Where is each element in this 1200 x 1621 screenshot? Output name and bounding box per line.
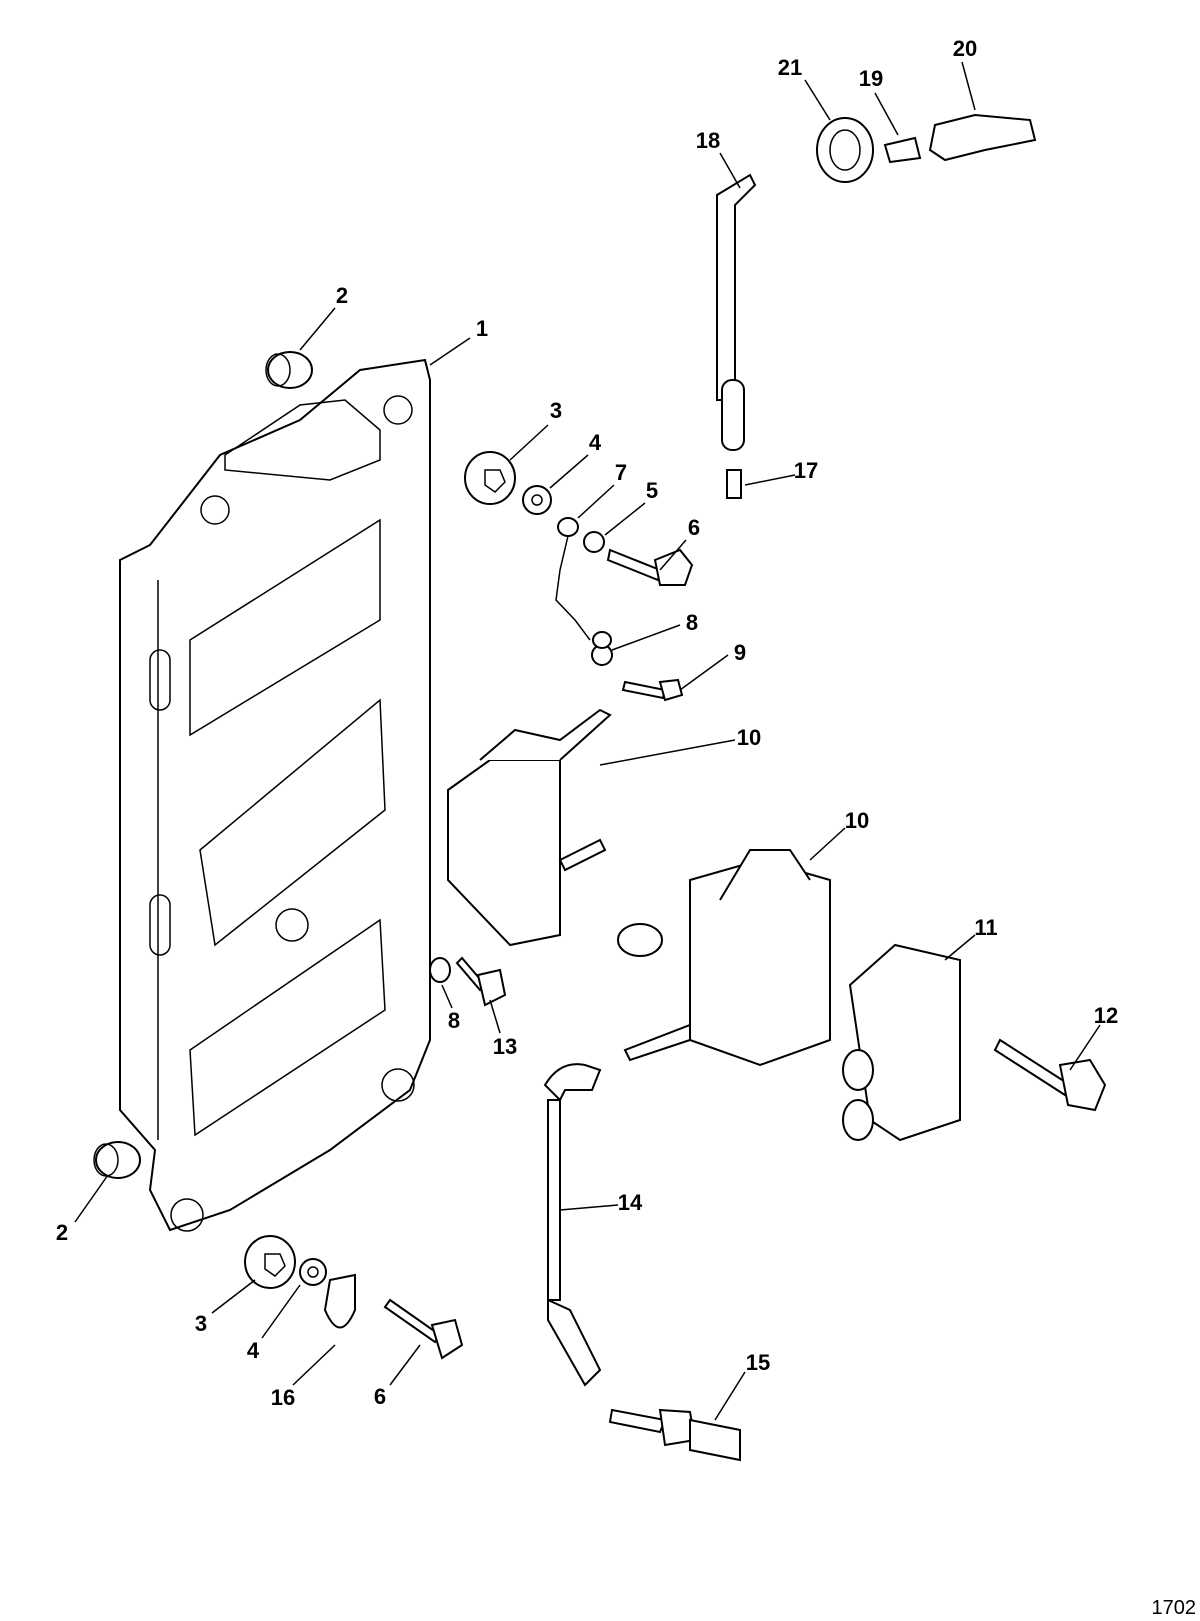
figure-id: 1702 (1152, 1597, 1197, 1619)
callout-4: 4 (589, 430, 602, 455)
callout-6: 6 (688, 515, 700, 540)
grommet-top (464, 451, 516, 505)
cable-clamp (323, 1273, 356, 1329)
callout-13: 13 (493, 1034, 517, 1059)
callout-5: 5 (646, 478, 658, 503)
callout-10: 10 (845, 808, 869, 833)
callout-3: 3 (550, 398, 562, 423)
ignition-module (842, 943, 961, 1142)
callout-20: 20 (953, 36, 977, 61)
callout-1: 1 (476, 316, 488, 341)
leader-lines (74, 61, 1101, 1421)
ignition-coil-upper (447, 708, 612, 947)
callout-12: 12 (1094, 1003, 1118, 1028)
callout-2: 2 (56, 1220, 68, 1245)
hose-clamp (816, 117, 874, 183)
grommet-bottom (244, 1235, 296, 1289)
callout-16: 16 (271, 1385, 295, 1410)
fitting-17 (726, 469, 742, 499)
spark-plug-lead (543, 1063, 602, 1387)
callout-2: 2 (336, 283, 348, 308)
ignition-coil-lower (617, 849, 831, 1067)
bushing-bottom (93, 1141, 141, 1179)
callout-17: 17 (794, 458, 818, 483)
ground-wire (555, 517, 612, 649)
callout-9: 9 (734, 640, 746, 665)
callout-4: 4 (247, 1338, 260, 1363)
callout-15: 15 (746, 1350, 770, 1375)
callout-18: 18 (696, 128, 720, 153)
sensor-20 (928, 113, 1037, 162)
callout-8: 8 (686, 610, 698, 635)
bushing-top (265, 351, 313, 389)
callout-6: 6 (374, 1384, 386, 1409)
callout-21: 21 (778, 55, 802, 80)
callout-8: 8 (448, 1008, 460, 1033)
callout-14: 14 (618, 1190, 643, 1215)
callout-10: 10 (737, 725, 761, 750)
callout-7: 7 (615, 460, 627, 485)
mounting-plate (119, 358, 431, 1232)
hose (716, 173, 757, 451)
washers (299, 485, 613, 1286)
spark-plug (608, 1408, 741, 1462)
callout-3: 3 (195, 1311, 207, 1336)
fitting-19 (883, 136, 922, 164)
callout-19: 19 (859, 66, 883, 91)
callout-11: 11 (974, 915, 997, 940)
bolts (383, 548, 1107, 1360)
